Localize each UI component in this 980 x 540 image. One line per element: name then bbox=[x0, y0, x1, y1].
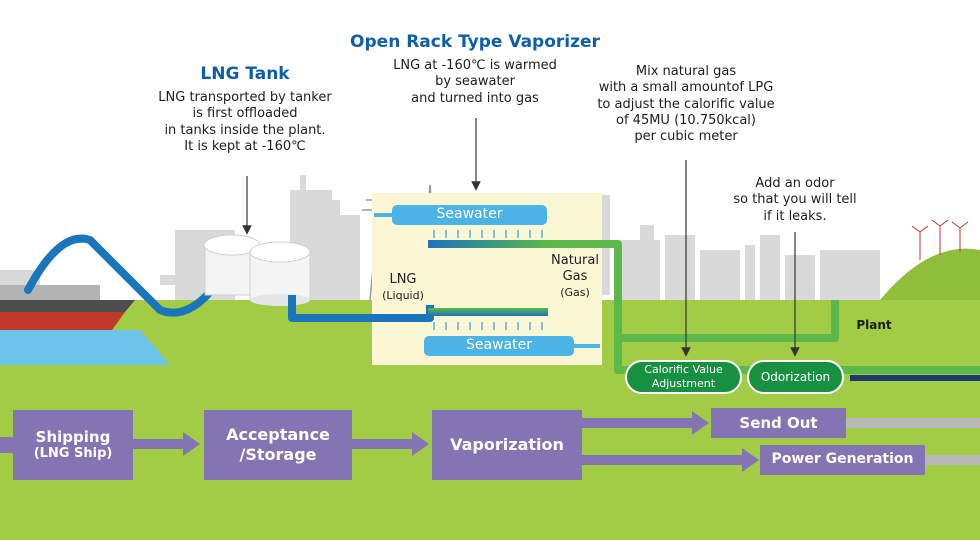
vaporizer-description: LNG at -160℃ is warmed by seawater and t… bbox=[360, 58, 590, 107]
vaporization-label: Vaporization bbox=[450, 435, 564, 454]
plant-label: Plant bbox=[856, 318, 892, 332]
natural-gas-sub-label: (Gas) bbox=[560, 286, 590, 299]
calorific-note-line: to adjust the calorific value bbox=[597, 96, 775, 112]
seawater-label-bottom: Seawater bbox=[466, 337, 532, 353]
acceptance-box bbox=[204, 410, 352, 480]
lng-tank-line: is first offloaded bbox=[192, 106, 298, 122]
vaporizer-title: Open Rack Type Vaporizer bbox=[350, 32, 600, 52]
send-out-label: Send Out bbox=[739, 413, 818, 432]
odorization-station bbox=[747, 360, 844, 394]
seawater-label-top: Seawater bbox=[436, 206, 503, 222]
vaporizer-tubes bbox=[430, 246, 546, 310]
acceptance-line: Acceptance bbox=[226, 425, 330, 444]
calorific-note-line: Mix natural gas bbox=[635, 64, 737, 79]
lng-sub-label: (Liquid) bbox=[382, 289, 424, 302]
shipping-line: Shipping bbox=[35, 427, 111, 446]
lng-tank-description: LNG transported by tanker is first offlo… bbox=[120, 90, 370, 155]
calorific-station-label: Calorific Value Adjustment bbox=[626, 361, 741, 393]
lng-tank-line: It is kept at -160℃ bbox=[184, 138, 306, 154]
vaporization-box bbox=[432, 410, 582, 480]
acceptance-line: /Storage bbox=[239, 445, 317, 464]
lng-tank-line: LNG transported by tanker bbox=[158, 90, 332, 105]
calorific-note-line: of 45MU (10.750kcal) bbox=[616, 112, 756, 128]
natural-gas-label-2: Gas bbox=[562, 269, 588, 284]
vaporizer-line: by seawater bbox=[435, 74, 515, 90]
odorization-station-label: Odorization bbox=[760, 369, 831, 384]
vaporizer-header bbox=[428, 240, 548, 248]
sea bbox=[0, 330, 170, 365]
power-generation-box bbox=[760, 445, 925, 475]
lng-label: LNG bbox=[389, 272, 417, 287]
natural-gas-label-1: Natural bbox=[551, 253, 599, 268]
spray-marks bbox=[433, 230, 543, 330]
vaporizer-footer bbox=[428, 308, 548, 316]
calorific-note-line: per cubic meter bbox=[634, 129, 738, 144]
odor-note-line: if it leaks. bbox=[763, 208, 827, 224]
power-generation-label: Power Generation bbox=[771, 451, 914, 468]
hill bbox=[880, 248, 980, 300]
odor-note-line: so that you will tell bbox=[733, 192, 857, 208]
calorific-station bbox=[625, 360, 742, 394]
shipping-line: (LNG Ship) bbox=[33, 446, 113, 462]
unloading-pipe bbox=[24, 234, 214, 317]
vaporizer-line: and turned into gas bbox=[411, 90, 539, 106]
calorific-station-line: Adjustment bbox=[651, 377, 716, 390]
seawater-bar-bottom bbox=[424, 336, 574, 356]
acceptance-label: Acceptance /Storage bbox=[204, 410, 352, 480]
odor-note: Add an odor so that you will tell if it … bbox=[720, 176, 870, 225]
calorific-note-line: with a small amountof LPG bbox=[598, 80, 774, 96]
lng-tank-line: in tanks inside the plant. bbox=[164, 122, 326, 138]
calorific-note: Mix natural gas with a small amountof LP… bbox=[576, 64, 796, 145]
shipping-box bbox=[13, 410, 133, 480]
seawater-bar-top bbox=[392, 205, 547, 225]
lng-tanks bbox=[203, 234, 311, 306]
lng-ship bbox=[0, 285, 135, 330]
flow-arrows bbox=[0, 411, 980, 472]
calorific-station-line: Calorific Value bbox=[644, 363, 723, 377]
gas-pipe-plant bbox=[618, 300, 839, 342]
send-out-box bbox=[711, 408, 846, 438]
vaporizer-line: LNG at -160℃ is warmed bbox=[393, 58, 557, 73]
lng-tank-title: LNG Tank bbox=[200, 64, 290, 84]
odor-note-line: Add an odor bbox=[755, 176, 835, 191]
shipping-label: Shipping (LNG Ship) bbox=[13, 410, 133, 480]
wind-turbine-icons bbox=[911, 219, 969, 260]
